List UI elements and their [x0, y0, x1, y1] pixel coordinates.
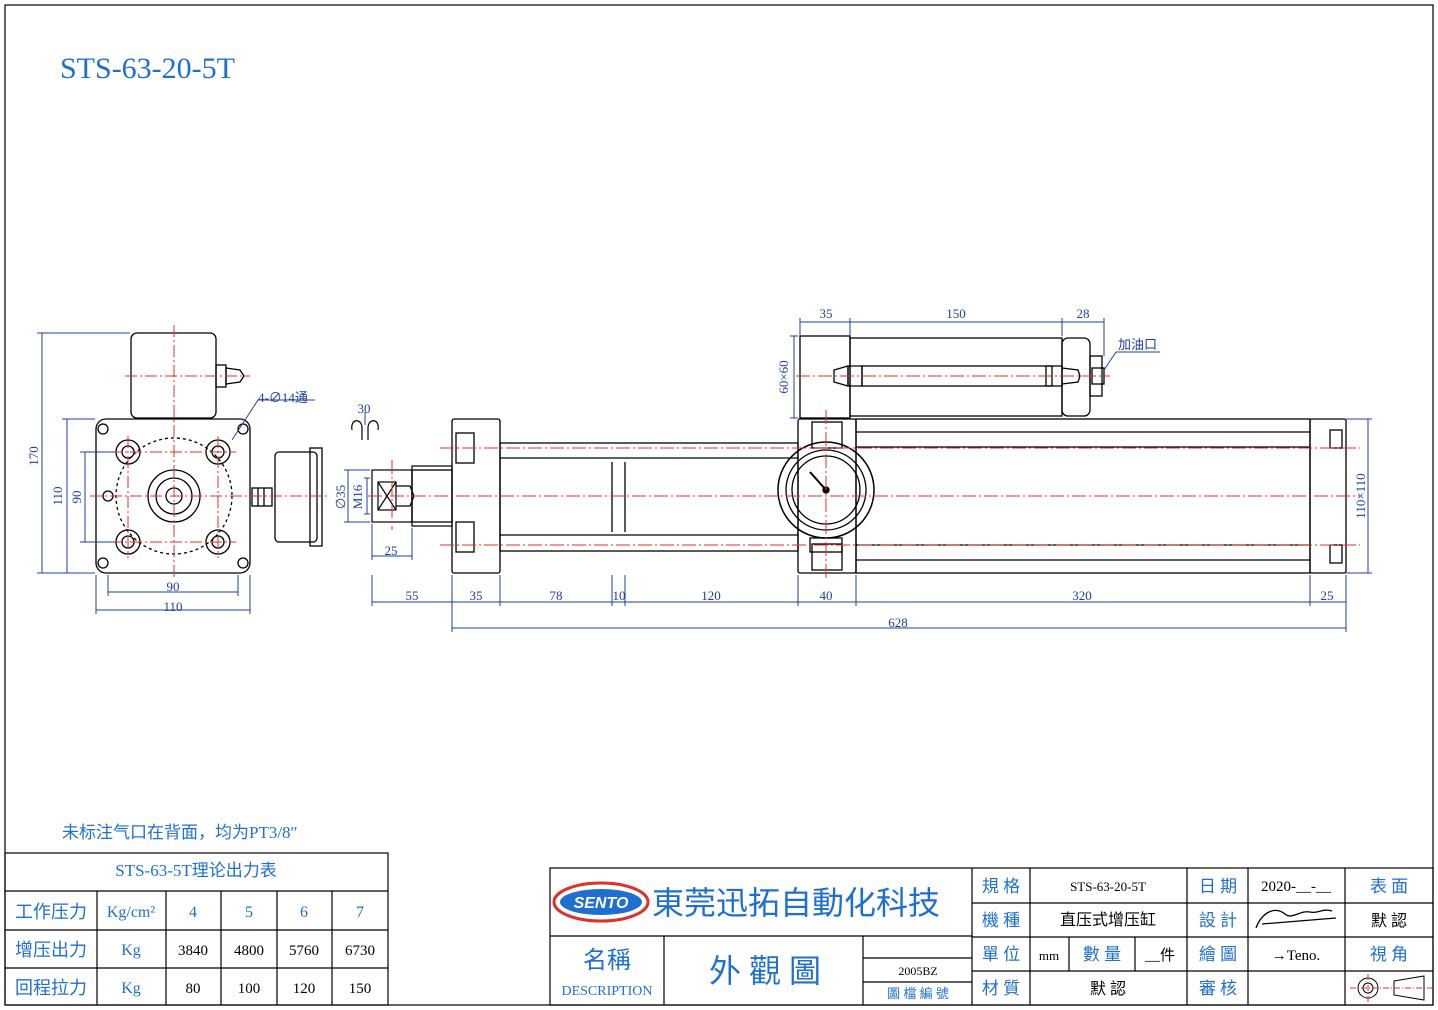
tank-size-label: 60×60: [776, 360, 791, 393]
dim-rod-25: 25: [385, 543, 398, 558]
table-cell: 回程拉力: [15, 978, 87, 998]
table-cell: 80: [186, 981, 201, 997]
logo-text: SENTO: [574, 895, 629, 912]
surface-value: 默 認: [1371, 912, 1407, 930]
design-label: 設 計: [1199, 911, 1237, 930]
draw-label: 繪 圖: [1199, 945, 1237, 964]
oil-port-label: 加油口: [1118, 337, 1157, 352]
dim-side-w90: 90: [167, 579, 180, 594]
dim-side-90: 90: [69, 491, 84, 504]
angle-label: 30: [358, 401, 371, 416]
view-label: 視 角: [1370, 945, 1408, 964]
name-label-en: DESCRIPTION: [561, 984, 652, 999]
spec-value: STS-63-20-5T: [1070, 879, 1146, 894]
drawing-title: STS-63-20-5T: [60, 52, 235, 85]
dim-tank-35: 35: [820, 306, 833, 321]
thread-label: M16: [350, 484, 365, 509]
rod-dia-label: ∅35: [333, 485, 348, 509]
unit-label: 單 位: [982, 945, 1020, 964]
dim-main-35: 35: [470, 588, 483, 603]
sento-logo: SENTO: [552, 881, 650, 923]
table-cell: Kg: [121, 942, 141, 959]
check-label: 審 核: [1199, 979, 1237, 998]
type-value: 直压式增压缸: [1060, 910, 1156, 929]
dim-main-120: 120: [701, 588, 721, 603]
dim-tank-28: 28: [1077, 306, 1090, 321]
draw-value: →Teno.: [1272, 948, 1321, 964]
note-text: 未标注气口在背面，均为PT3/8″: [62, 823, 298, 842]
table-cell: 7: [356, 904, 364, 921]
dim-side-110: 110: [50, 486, 65, 505]
sheet-border: [4, 4, 1434, 1006]
table-cell: 5: [245, 904, 253, 921]
company-name: 東莞迅拓自動化科技: [652, 885, 940, 921]
file-number: 2005BZ: [898, 964, 937, 978]
dim-side-170: 170: [26, 446, 41, 466]
force-table-title: STS-63-5T理论出力表: [115, 861, 277, 880]
table-cell: 4: [189, 904, 197, 921]
title-block: [549, 867, 1434, 1006]
dim-tank-150: 150: [946, 306, 966, 321]
projection-symbol-icon: [1350, 974, 1432, 1002]
table-cell: Kg: [121, 980, 141, 997]
date-label: 日 期: [1199, 877, 1237, 896]
material-value: 默 認: [1090, 980, 1126, 998]
holes-label: 4-∅14通: [258, 390, 308, 405]
body-size-label: 110×110: [1353, 473, 1368, 518]
qty-value: __件: [1144, 947, 1175, 964]
name-label: 名稱: [583, 947, 631, 974]
force-table-rows: 工作压力 Kg/cm² 4 5 6 7 增压出力 Kg 3840 4800 57…: [15, 902, 375, 998]
file-number-label: 圖 檔 編 號: [887, 986, 949, 1001]
dim-main-78: 78: [550, 588, 563, 603]
dim-main-40: 40: [820, 588, 833, 603]
table-cell: 4800: [234, 943, 264, 959]
table-cell: 增压出力: [15, 940, 87, 960]
dim-total-628: 628: [888, 615, 908, 630]
unit-value: mm: [1039, 948, 1059, 963]
table-cell: 5760: [289, 943, 319, 959]
type-label: 機 種: [982, 911, 1020, 930]
force-table: [4, 852, 389, 1006]
side-centerlines: [90, 325, 330, 580]
dim-main-320: 320: [1072, 588, 1092, 603]
main-cylinder: [411, 335, 1347, 574]
rod-dim-lines: [344, 412, 413, 560]
table-cell: 120: [293, 981, 316, 997]
date-value: 2020-__-__: [1261, 879, 1331, 895]
table-cell: 6: [300, 904, 308, 921]
table-cell: 6730: [345, 943, 375, 959]
surface-label: 表 面: [1370, 877, 1408, 896]
main-centerlines: [368, 375, 1360, 580]
side-view: [95, 332, 323, 574]
table-cell: Kg/cm²: [107, 904, 156, 921]
main-dim-lines: [371, 318, 1372, 632]
dim-side-w110: 110: [163, 599, 182, 614]
signature-image: [1255, 909, 1337, 929]
table-cell: 3840: [178, 943, 208, 959]
material-label: 材 質: [982, 979, 1020, 998]
dim-main-10: 10: [613, 588, 626, 603]
drawing-name: 外 觀 圖: [709, 953, 821, 989]
table-cell: 150: [349, 981, 372, 997]
table-cell: 100: [238, 981, 261, 997]
dim-main-25: 25: [1321, 588, 1334, 603]
qty-label: 數 量: [1083, 945, 1121, 964]
side-dim-lines: [37, 332, 251, 614]
table-cell: 工作压力: [15, 902, 87, 922]
spec-label: 規 格: [982, 877, 1020, 896]
dim-main-55: 55: [406, 588, 419, 603]
